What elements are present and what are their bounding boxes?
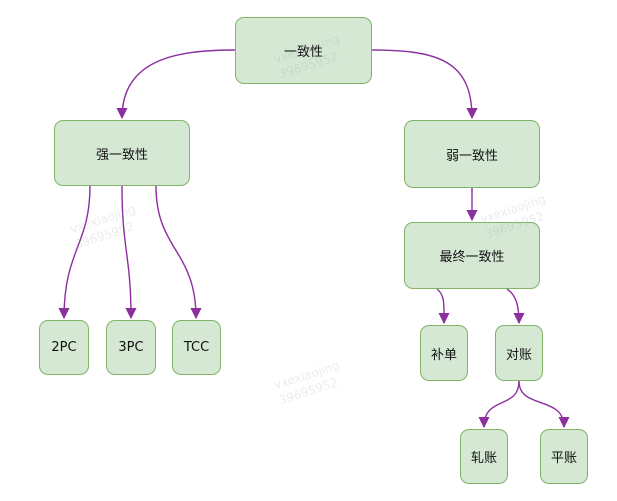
edge-reconcile-rolling bbox=[478, 380, 520, 429]
node-rolling-label: 轧账 bbox=[470, 451, 497, 466]
edge-eventual-compensate bbox=[436, 288, 450, 325]
node-weak-consistency-label: 弱一致性 bbox=[445, 148, 498, 164]
edge-strong-3pc bbox=[121, 185, 137, 320]
node-balance-label: 平账 bbox=[550, 451, 577, 466]
node-rolling[interactable]: 轧账 bbox=[460, 429, 508, 484]
edge-strong-tcc bbox=[155, 185, 202, 320]
edge-root-weak bbox=[371, 49, 478, 120]
node-2pc-label: 2PC bbox=[51, 340, 77, 355]
edge-eventual-reconcile bbox=[506, 288, 525, 325]
node-2pc[interactable]: 2PC bbox=[39, 320, 89, 375]
node-strong-consistency-label: 强一致性 bbox=[95, 147, 148, 163]
node-weak-consistency[interactable]: 弱一致性 bbox=[404, 120, 540, 188]
node-tcc-label: TCC bbox=[183, 340, 210, 355]
node-root-label: 一致性 bbox=[283, 45, 323, 60]
node-3pc[interactable]: 3PC bbox=[106, 320, 156, 375]
node-reconcile[interactable]: 对账 bbox=[495, 325, 543, 381]
node-eventual-consistency-label: 最终一致性 bbox=[439, 250, 505, 265]
node-root[interactable]: 一致性 bbox=[235, 17, 372, 84]
node-compensate-label: 补单 bbox=[430, 347, 457, 363]
node-balance[interactable]: 平账 bbox=[540, 429, 588, 484]
node-compensate[interactable]: 补单 bbox=[420, 325, 468, 381]
edge-root-strong bbox=[116, 49, 236, 120]
node-reconcile-label: 对账 bbox=[505, 347, 532, 363]
edge-reconcile-balance bbox=[518, 380, 570, 429]
node-strong-consistency[interactable]: 强一致性 bbox=[54, 120, 190, 186]
node-eventual-consistency[interactable]: 最终一致性 bbox=[404, 222, 540, 289]
edge-strong-2pc bbox=[58, 185, 91, 320]
node-3pc-label: 3PC bbox=[118, 340, 144, 355]
node-tcc[interactable]: TCC bbox=[172, 320, 221, 375]
